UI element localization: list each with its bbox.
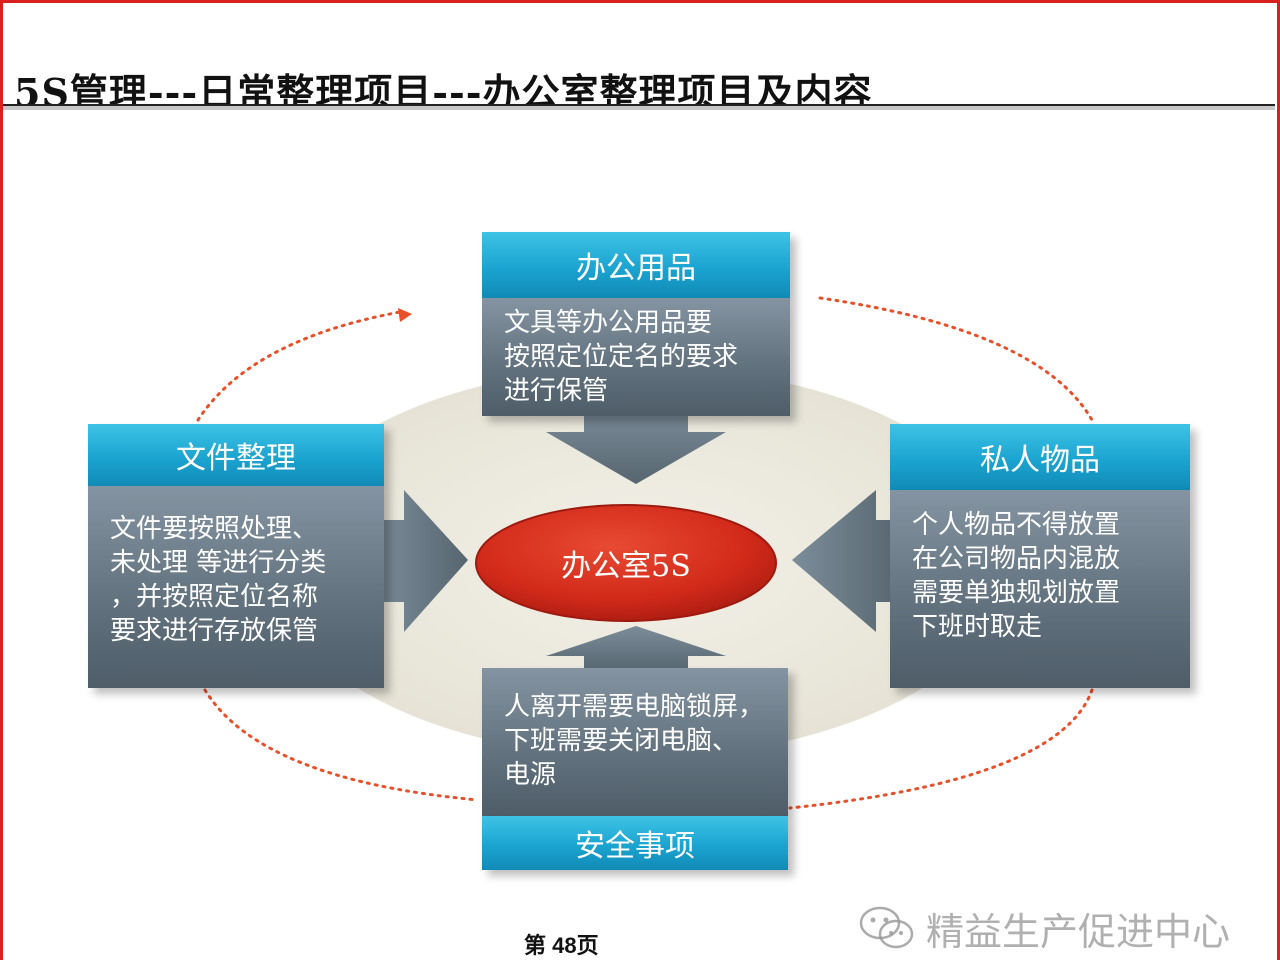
box-personal-items-body: 个人物品不得放置 在公司物品内混放 需要单独规划放置 下班时取走 <box>890 490 1190 688</box>
box-office-supplies-title: 办公用品 <box>482 232 790 298</box>
wechat-icon <box>859 906 914 949</box>
box-line: 文件要按照处理、 <box>110 514 319 544</box>
center-ellipse <box>475 504 777 622</box>
box-safety-items-title: 安全事项 <box>482 816 788 870</box>
box-line: 在公司物品内混放 <box>912 544 1121 574</box>
box-office-supplies: 办公用品 文具等办公用品要 按照定位定名的要求 进行保管 <box>482 232 790 416</box>
cycle-arc-top-left <box>196 310 402 422</box>
cycle-arc-left <box>203 688 480 802</box>
box-line: 要求进行存放保管 <box>110 616 319 646</box>
box-line: 下班需要关闭电脑、 <box>504 726 739 756</box>
page-number: 第 48页 <box>524 933 599 958</box>
box-line: 进行保管 <box>504 376 609 406</box>
arrow-up-from-bottom <box>546 626 726 672</box>
title-underline-dark <box>3 104 1275 106</box>
box-line: 文具等办公用品要 <box>504 308 713 338</box>
box-personal-items: 私人物品 个人物品不得放置 在公司物品内混放 需要单独规划放置 下班时取走 <box>890 424 1190 688</box>
box-personal-items-title: 私人物品 <box>890 424 1190 490</box>
arrow-down-from-top <box>546 408 726 484</box>
box-line: 个人物品不得放置 <box>912 510 1121 540</box>
cycle-arc-right <box>788 688 1094 810</box>
center-label: 办公室5S <box>561 549 691 584</box>
box-line: ，并按照定位名称 <box>110 582 319 612</box>
box-file-sorting-body: 文件要按照处理、 未处理 等进行分类 ，并按照定位名称 要求进行存放保管 <box>88 486 384 688</box>
arrow-right-from-left <box>376 490 468 632</box>
box-line: 人离开需要电脑锁屏， <box>504 692 765 722</box>
arrow-left-from-right <box>792 490 904 632</box>
box-safety-items-body: 人离开需要电脑锁屏， 下班需要关闭电脑、 电源 <box>482 668 788 816</box>
box-line: 下班时取走 <box>912 612 1043 642</box>
box-file-sorting: 文件整理 文件要按照处理、 未处理 等进行分类 ，并按照定位名称 要求进行存放保… <box>88 424 384 688</box>
title-underline <box>3 106 1275 110</box>
cycle-arrowhead <box>398 308 412 322</box>
box-line: 按照定位定名的要求 <box>504 342 739 372</box>
box-safety-items: 人离开需要电脑锁屏， 下班需要关闭电脑、 电源 安全事项 <box>482 668 788 870</box>
box-line: 电源 <box>504 760 557 790</box>
box-line: 未处理 等进行分类 <box>110 548 327 578</box>
cycle-arc-top-right <box>818 296 1094 422</box>
box-office-supplies-body: 文具等办公用品要 按照定位定名的要求 进行保管 <box>482 298 790 416</box>
watermark: 精益生产促进中心 <box>858 900 1230 956</box>
watermark-text: 精益生产促进中心 <box>926 909 1231 954</box>
box-line: 需要单独规划放置 <box>912 578 1121 608</box>
dotted-cycle <box>196 296 1094 810</box>
box-file-sorting-title: 文件整理 <box>88 424 384 486</box>
